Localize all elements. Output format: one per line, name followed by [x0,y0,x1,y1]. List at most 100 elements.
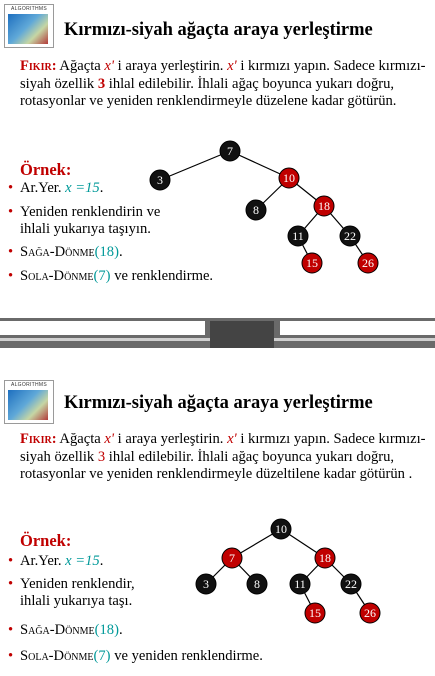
node-circle [359,602,381,624]
idea-paragraph: Fikir: Ağaçta x' i araya yerleştirin. x'… [20,58,430,111]
node-label: 11 [294,577,306,591]
idea-label: Fikir: [20,58,57,74]
node-circle [340,573,362,595]
procedure-name: Sola-Dönme [20,268,94,284]
node-label: 10 [275,522,287,536]
bullet-dot-icon: • [8,204,14,220]
procedure-name: Sağa-Dönme [20,622,95,638]
tree-node-3: 3 [195,573,217,595]
node-circle [339,225,361,247]
bullet-dot-icon: • [8,268,14,284]
math-x15: x =15 [65,180,100,196]
tree-node-7: 7 [221,547,243,569]
slide-2: ALGORITHMS Kırmızı-siyah ağaçta araya ye… [0,348,435,676]
slide-title: Kırmızı-siyah ağaçta araya yerleştirme [64,20,373,40]
bullet-text: Yeniden renklendirin ve [20,204,161,220]
tree-node-10: 10 [278,167,300,189]
idea-text: i araya yerleştirin. [114,431,228,447]
tree-node-3: 3 [149,169,171,191]
bullet-text: . [118,622,123,638]
node-circle [304,602,326,624]
tree-node-8: 8 [245,199,267,221]
node-label: 3 [203,577,209,591]
node-label: 22 [344,229,356,243]
bullet-recolor: •Yeniden renklendir,ihlali yukarıya taşı… [8,576,135,610]
node-label: 10 [283,171,295,185]
idea-text: ihlal edilebilir. İhlali ağaç boyunca yu… [20,75,397,110]
separator-block [210,321,274,348]
bullet-dot-icon: • [8,180,14,196]
node-label: 11 [292,229,304,243]
node-circle [314,547,336,569]
node-circle [287,225,309,247]
bullet-text: ihlali yukarıya taşıyın. [20,221,151,237]
example-label: Örnek: [20,531,72,550]
tree-node-10: 10 [270,518,292,540]
node-label: 26 [364,606,376,620]
math-x: x' [104,431,114,447]
property-number: 3 [97,448,106,465]
bullet-text: . [99,553,104,569]
bullet-text: Ar.Yer. [20,553,66,569]
node-circle [245,199,267,221]
bullet-text: . [118,244,123,260]
idea-text: i kırmızı yapın. Sadece kırmızı-siyah öz… [20,431,426,465]
bullet-insert: • Ar.Yer. x =15. [8,180,103,197]
node-circle [221,547,243,569]
bullet-text: ve renklendirme. [110,268,214,284]
tree-node-15: 15 [301,252,323,274]
node-label: 7 [227,144,233,158]
idea-text: Ağaçta [56,431,105,447]
idea-text: Ağaçta [56,58,105,74]
bullet-dot-icon: • [8,576,14,592]
separator-panel [280,321,435,335]
tree-node-11: 11 [287,225,309,247]
tree-node-26: 26 [357,252,379,274]
procedure-arg: (18) [94,622,119,638]
node-circle [195,573,217,595]
procedure-arg: (7) [93,648,111,664]
red-black-tree-diagram: 7 3 10 8 18 11 22 15 26 [149,140,379,274]
idea-text: i araya yerleştirin. [114,58,228,74]
node-circle [357,252,379,274]
bullet-text: ve yeniden renklendirme. [110,648,263,664]
math-x: x' [104,58,114,74]
idea-paragraph: Fikir: Ağaçta x' i araya yerleştirin. x'… [20,431,430,484]
node-label: 15 [309,606,321,620]
tree-node-18: 18 [314,547,336,569]
idea-text: ihlal edilebilir. İhlali ağaç boyunca yu… [20,448,413,483]
node-circle [301,252,323,274]
node-circle [278,167,300,189]
slide-separator [0,318,435,348]
node-circle [289,573,311,595]
node-label: 26 [362,256,374,270]
bullet-right-rotate: • Sağa-Dönme(18). [8,622,123,639]
bullet-insert: •Ar.Yer. x =15. [8,553,103,570]
node-label: 15 [306,256,318,270]
bullet-text: . [99,180,104,196]
tree-edge [229,150,290,179]
idea-text: i kırmızı yapın. Sadece kırmızı-siyah öz… [20,58,426,92]
node-circle [246,573,268,595]
tree-node-7: 7 [219,140,241,162]
bullet-text: Yeniden renklendir, [20,576,135,592]
logo-text: ALGORITHMS [10,382,48,388]
math-x: x' [227,431,237,447]
bullet-text: Ar.Yer. [20,180,66,196]
tree-edge [159,150,231,181]
node-label: 3 [157,173,163,187]
bullet-dot-icon: • [8,648,14,664]
property-number: 3 [97,75,106,92]
math-x15: x =15 [65,553,100,569]
node-circle [149,169,171,191]
procedure-arg: (18) [94,244,119,260]
bullet-dot-icon: • [8,244,14,260]
bullet-dot-icon: • [8,622,14,638]
separator-panel [0,321,205,335]
node-label: 7 [229,551,235,565]
example-label: Örnek: [20,160,72,179]
tree-node-15: 15 [304,602,326,624]
slide-title: Kırmızı-siyah ağaçta araya yerleştirme [64,393,373,413]
node-label: 18 [318,199,330,213]
